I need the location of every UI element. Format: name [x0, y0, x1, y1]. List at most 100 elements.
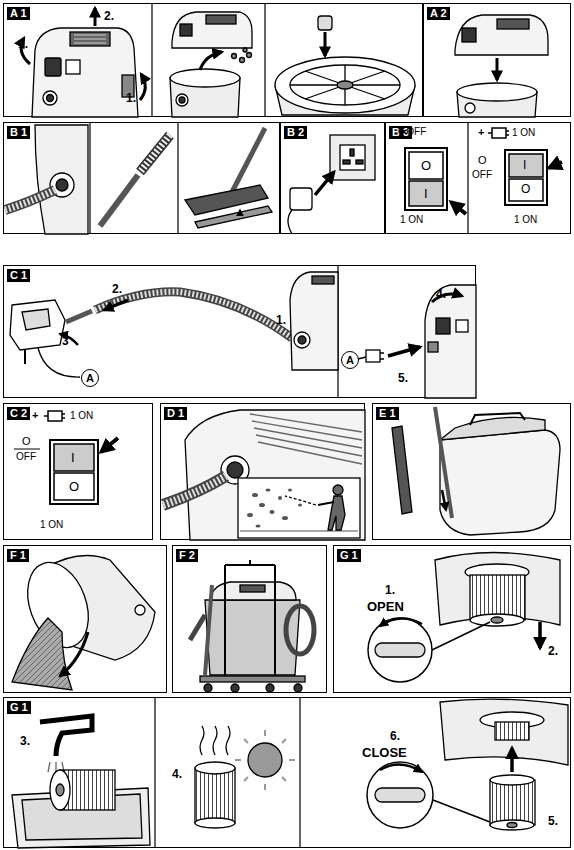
accessory-storage-part [200, 676, 305, 682]
filter-cleaning [12, 716, 295, 848]
callout-label: 1 ON [70, 411, 93, 421]
blower-function-part [247, 489, 302, 528]
panel-label: G 1 [337, 549, 361, 562]
blower-function-part [227, 462, 243, 478]
blower-function-part [266, 489, 271, 492]
circle-letter: A [86, 373, 94, 384]
callout-label: CLOSE [362, 746, 407, 759]
callout-label: 2. [104, 10, 114, 22]
filter-refit-part [495, 722, 529, 740]
callout-label: + [32, 410, 38, 421]
wall-socket-plug-part [340, 145, 365, 170]
filter-cleaning-part [22, 794, 142, 840]
hose-connection-part [100, 175, 138, 226]
emptying-container-part [17, 554, 100, 656]
emptying-container-part [45, 556, 155, 661]
callout-label: OFF [16, 452, 36, 462]
callout-label: 5. [548, 815, 558, 827]
panel-label: C 1 [7, 269, 30, 282]
power-tool-connection-part [104, 300, 128, 310]
accessory-storage-part [294, 684, 302, 692]
blower-function-part [221, 456, 249, 484]
vacuum-head-unlock-part [66, 60, 80, 74]
callout-label: 6. [390, 730, 400, 742]
panel-frame: B 1 [3, 122, 280, 234]
wet-vacuum-nozzle-part [440, 430, 560, 535]
head-refit [455, 15, 548, 117]
power-tool-connection-part [298, 336, 306, 344]
filter-refit-part [490, 780, 535, 825]
power-tool-connection-part [380, 353, 384, 359]
wall-socket-plug-part [290, 188, 312, 210]
wet-vacuum-nozzle [392, 407, 560, 535]
blower-function-part [282, 516, 288, 520]
head-removal-part [206, 15, 236, 24]
head-refit-part [497, 19, 529, 29]
callout-label: 1. [18, 38, 28, 50]
callout-label: O [22, 436, 31, 447]
accessory-storage-part [205, 600, 300, 675]
blower-function-part [285, 496, 316, 505]
panel-dividers-part [337, 265, 338, 398]
vacuum-head-unlock-part [74, 35, 106, 43]
hose-connection [5, 125, 272, 234]
wet-vacuum-nozzle-part [442, 490, 446, 510]
panel-frame: E 1 [372, 403, 571, 540]
callout-label: O [69, 480, 79, 493]
head-refit-part [457, 83, 537, 101]
power-tool-connection-part [456, 320, 468, 332]
panel-dividers-part [264, 3, 265, 117]
callout-label: 1 ON [400, 215, 423, 225]
blower-function-part [250, 414, 362, 464]
head-removal-part [240, 58, 245, 63]
power-tool-connection [10, 272, 476, 398]
blower-function-part [240, 530, 358, 531]
wall-socket-plug [288, 135, 375, 234]
panel-frame: F 2 [172, 545, 327, 693]
callout-label: 4. [172, 768, 182, 780]
blower-function [163, 410, 365, 540]
blower-function-part [278, 496, 282, 500]
power-tool-connection-part [95, 292, 292, 338]
wet-vacuum-nozzle-part [435, 407, 452, 518]
panel-dividers-part [299, 697, 300, 848]
panel-dividers-part [151, 3, 152, 117]
filter-cleaning-part [200, 726, 230, 755]
filter-refit-part [507, 823, 517, 828]
filter-refit-part [367, 762, 433, 828]
power-tool-connection-part [388, 347, 420, 356]
callout-label: 1 ON [514, 215, 537, 225]
power-tool-connection-part [358, 357, 366, 359]
power-tool-connection-part [10, 300, 65, 350]
auto-switch-part [14, 449, 40, 450]
filter-removal [368, 553, 560, 683]
filter-removal-part [435, 553, 560, 626]
head-removal-part [170, 78, 240, 117]
panel-frame: A 2 [423, 3, 571, 117]
power-switch-part [451, 202, 466, 214]
callout-label: 5. [398, 372, 408, 384]
container-top-view-part [324, 32, 327, 56]
callout-label: 3 [62, 335, 69, 347]
panel-frame: A 1 [3, 3, 423, 117]
power-tool-connection-part [24, 350, 26, 364]
callout-label: OPEN [367, 600, 404, 613]
accessory-storage-part [240, 585, 265, 592]
callout-label: + [478, 127, 484, 138]
filter-refit-part [480, 712, 544, 728]
panel-dividers [90, 3, 468, 848]
panel-dividers-part [177, 122, 178, 234]
callout-label: O [421, 159, 431, 172]
accessory-storage-part [204, 684, 212, 692]
panel-frame: D 1 [160, 403, 365, 540]
filter-refit [367, 699, 568, 830]
head-removal-part [243, 48, 247, 52]
container-top-view-part [318, 16, 332, 30]
callout-label: 2. [548, 645, 558, 657]
container-top-view-part [290, 65, 400, 105]
filter-refit-part [433, 800, 490, 822]
blower-function-part [270, 510, 275, 514]
callout-label: 4. [436, 288, 446, 300]
filter-removal-part [491, 617, 503, 623]
filter-cleaning-part [12, 788, 150, 848]
